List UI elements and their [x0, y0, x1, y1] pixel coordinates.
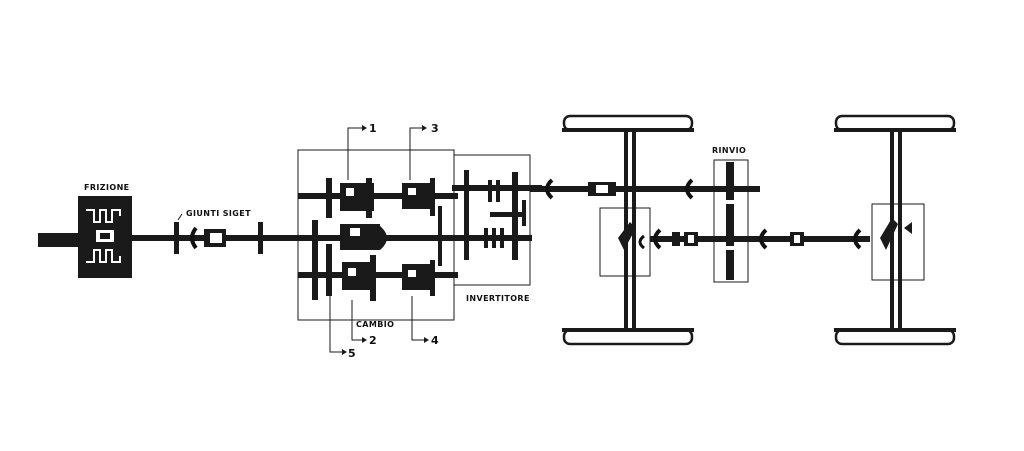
callouts — [329, 125, 429, 355]
label-frizione: FRIZIONE — [84, 183, 130, 192]
callout-2: 2 — [369, 334, 377, 347]
front-axle — [562, 114, 694, 346]
inverter — [428, 154, 542, 286]
callout-4: 4 — [431, 334, 439, 347]
siget-joints — [174, 222, 263, 254]
callout-3: 3 — [431, 122, 439, 135]
label-cambio: CAMBIO — [356, 320, 394, 329]
callout-5: 5 — [348, 347, 356, 360]
gearbox — [297, 149, 458, 321]
label-rinvio: RINVIO — [712, 146, 746, 155]
clutch — [38, 196, 132, 278]
label-invertitore: INVERTITORE — [466, 294, 530, 303]
callout-1: 1 — [369, 122, 377, 135]
rear-axle — [834, 114, 956, 346]
transfer-box — [700, 159, 760, 283]
label-giunti-siget: GIUNTI SIGET — [186, 209, 251, 218]
input-shaft — [128, 235, 428, 241]
